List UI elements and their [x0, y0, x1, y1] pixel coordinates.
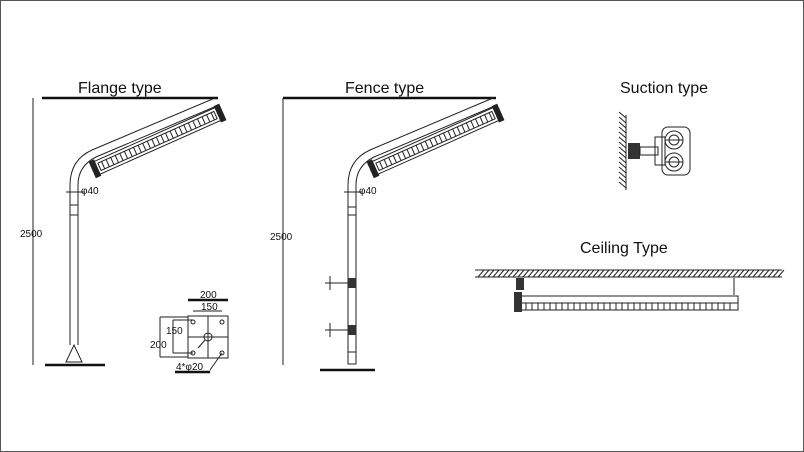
hatch-line	[712, 269, 720, 278]
base-hole-height-150: 150	[166, 326, 183, 337]
hatch-line	[627, 269, 635, 278]
hatch-line	[757, 269, 765, 278]
hatch-line	[502, 269, 510, 278]
hatch-line	[702, 269, 710, 278]
hatch-line	[587, 269, 595, 278]
hatch-line	[592, 269, 600, 278]
hatch-line	[767, 269, 775, 278]
flange-pipe-dim: φ40	[81, 186, 99, 197]
hatch-line	[618, 156, 627, 164]
hatch-line	[577, 269, 585, 278]
hatch-line	[492, 269, 500, 278]
hatch-line	[537, 269, 545, 278]
ceiling-title: Ceiling Type	[580, 240, 668, 257]
hatch-line	[722, 269, 730, 278]
hatch-line	[618, 131, 627, 139]
hatch-line	[532, 269, 540, 278]
hatch-line	[522, 269, 530, 278]
hatch-line	[507, 269, 515, 278]
flange-type-drawing: Flange type 2500 φ40 200 150 150	[20, 80, 229, 374]
base-holes: 4*φ20	[176, 362, 203, 373]
hatch-line	[622, 269, 630, 278]
fence-type-drawing: Fence type 2500 φ40	[270, 80, 505, 372]
hatch-line	[557, 269, 565, 278]
hatch-line	[567, 269, 575, 278]
hatch-line	[617, 269, 625, 278]
hatch-line	[618, 161, 627, 169]
hatch-line	[752, 269, 760, 278]
hatch-line	[732, 269, 740, 278]
hatch-line	[497, 269, 505, 278]
hatch-line	[742, 269, 750, 278]
hatch-line	[618, 176, 627, 184]
hatch-line	[747, 269, 755, 278]
fence-pipe-dim: φ40	[359, 186, 377, 197]
hatch-line	[618, 171, 627, 179]
base-height-200: 200	[150, 340, 167, 351]
hatch-line	[777, 269, 785, 278]
suction-type-drawing: Suction type	[618, 80, 708, 190]
base-hole-width-150: 150	[201, 302, 218, 313]
ceiling-type-drawing: Ceiling Type	[475, 240, 785, 312]
hatch-line	[692, 269, 700, 278]
hatch-line	[612, 269, 620, 278]
base-width-200: 200	[200, 290, 217, 301]
hatch-line	[687, 269, 695, 278]
hatch-line	[618, 116, 627, 124]
hatch-line	[562, 269, 570, 278]
fence-height-dim: 2500	[270, 232, 293, 243]
hatch-line	[618, 146, 627, 154]
hatch-line	[618, 166, 627, 174]
hatch-line	[582, 269, 590, 278]
hatch-line	[667, 269, 675, 278]
hatch-line	[677, 269, 685, 278]
hatch-line	[517, 269, 525, 278]
hatch-line	[597, 269, 605, 278]
hatch-line	[618, 121, 627, 129]
hatch-line	[602, 269, 610, 278]
pole	[69, 97, 220, 345]
hatch-line	[682, 269, 690, 278]
fence-title: Fence type	[345, 80, 424, 97]
hatch-line	[618, 111, 627, 119]
hatch-line	[697, 269, 705, 278]
hatch-line	[618, 136, 627, 144]
hatch-line	[637, 269, 645, 278]
hatch-line	[618, 126, 627, 134]
hatch-line	[657, 269, 665, 278]
hatch-line	[572, 269, 580, 278]
hatch-line	[618, 151, 627, 159]
hatch-line	[707, 269, 715, 278]
flange-base-plate: 200 150 150 200 4*φ20	[150, 290, 229, 374]
hatch-line	[482, 269, 490, 278]
hatch-line	[762, 269, 770, 278]
hatch-line	[542, 269, 550, 278]
hatch-line	[772, 269, 780, 278]
hatch-line	[717, 269, 725, 278]
hatch-line	[487, 269, 495, 278]
hatch-line	[527, 269, 535, 278]
hatch-line	[547, 269, 555, 278]
hatch-line	[737, 269, 745, 278]
lamp	[88, 103, 227, 179]
hatch-line	[642, 269, 650, 278]
flange-height-dim: 2500	[20, 229, 43, 240]
hatch-line	[727, 269, 735, 278]
hatch-line	[647, 269, 655, 278]
hatch-line	[512, 269, 520, 278]
hatch-line	[552, 269, 560, 278]
hatch-line	[618, 141, 627, 149]
flange-title: Flange type	[78, 80, 162, 97]
hatch-line	[607, 269, 615, 278]
hatch-line	[632, 269, 640, 278]
hatch-line	[672, 269, 680, 278]
hatch-line	[652, 269, 660, 278]
hatch-line	[477, 269, 485, 278]
suction-title: Suction type	[620, 80, 708, 97]
hatch-line	[618, 181, 627, 189]
hatch-line	[662, 269, 670, 278]
